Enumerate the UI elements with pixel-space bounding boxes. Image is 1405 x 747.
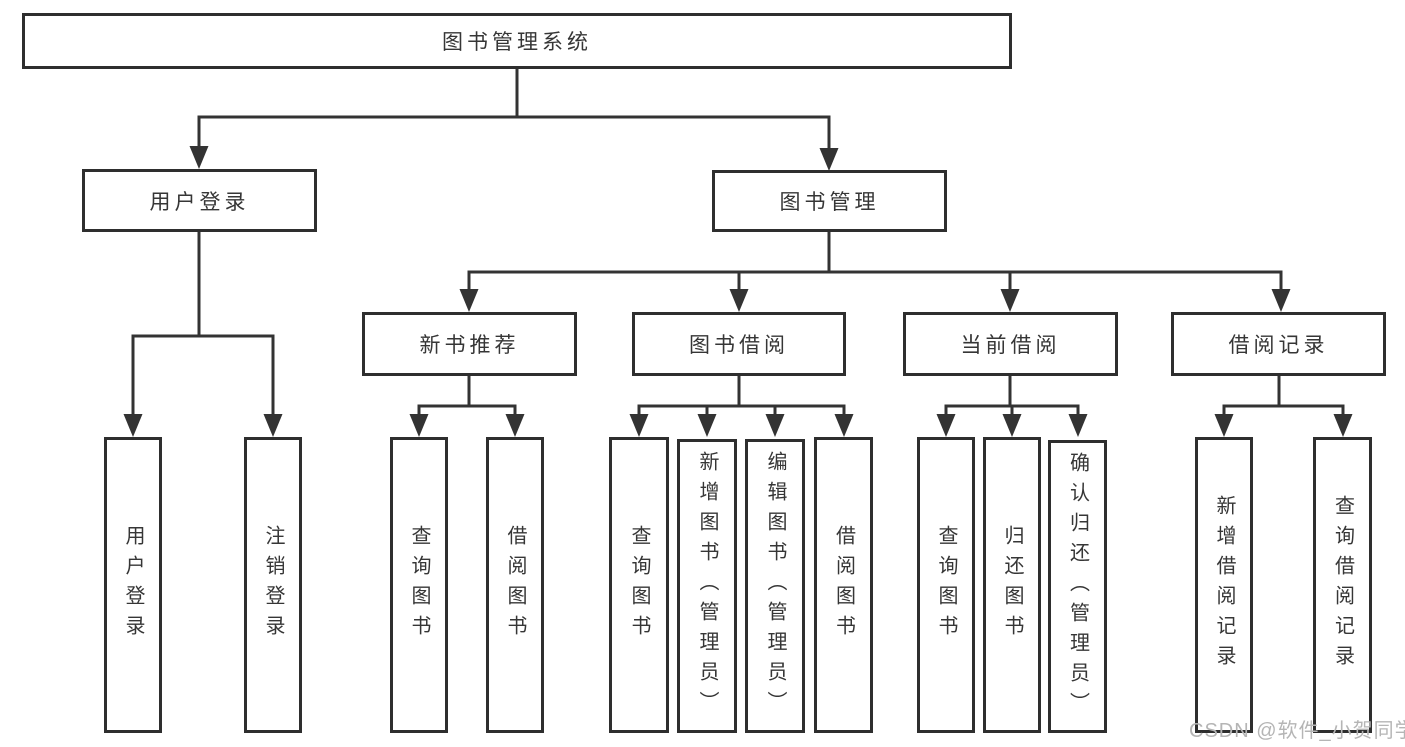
leaf-cb-confirm-return-admin: 确认归还（管理员） [1048,440,1107,733]
leaf-br-add-borrow-record: 新增借阅记录 [1195,437,1253,733]
node-user-login: 用户登录 [82,169,317,232]
leaf-br-query-borrow-record: 查询借阅记录 [1313,437,1372,733]
leaf-bb-borrow-books: 借阅图书 [814,437,873,733]
watermark-text: CSDN @软件_小贺同学 [1189,720,1405,742]
leaf-nbr-query-books: 查询图书 [390,437,448,733]
leaf-user-login: 用户登录 [104,437,162,733]
leaf-logout-login: 注销登录 [244,437,302,733]
node-book-management: 图书管理 [712,170,947,232]
node-book-borrowing: 图书借阅 [632,312,846,376]
node-current-borrowing: 当前借阅 [903,312,1118,376]
leaf-cb-return-books: 归还图书 [983,437,1041,733]
leaf-bb-add-books-admin: 新增图书（管理员） [677,439,737,733]
leaf-cb-query-books: 查询图书 [917,437,975,733]
node-borrowing-records: 借阅记录 [1171,312,1386,376]
node-root: 图书管理系统 [22,13,1012,69]
leaf-bb-query-books: 查询图书 [609,437,669,733]
leaf-nbr-borrow-books: 借阅图书 [486,437,544,733]
node-new-book-recommendation: 新书推荐 [362,312,577,376]
leaf-bb-edit-books-admin: 编辑图书（管理员） [745,439,805,733]
